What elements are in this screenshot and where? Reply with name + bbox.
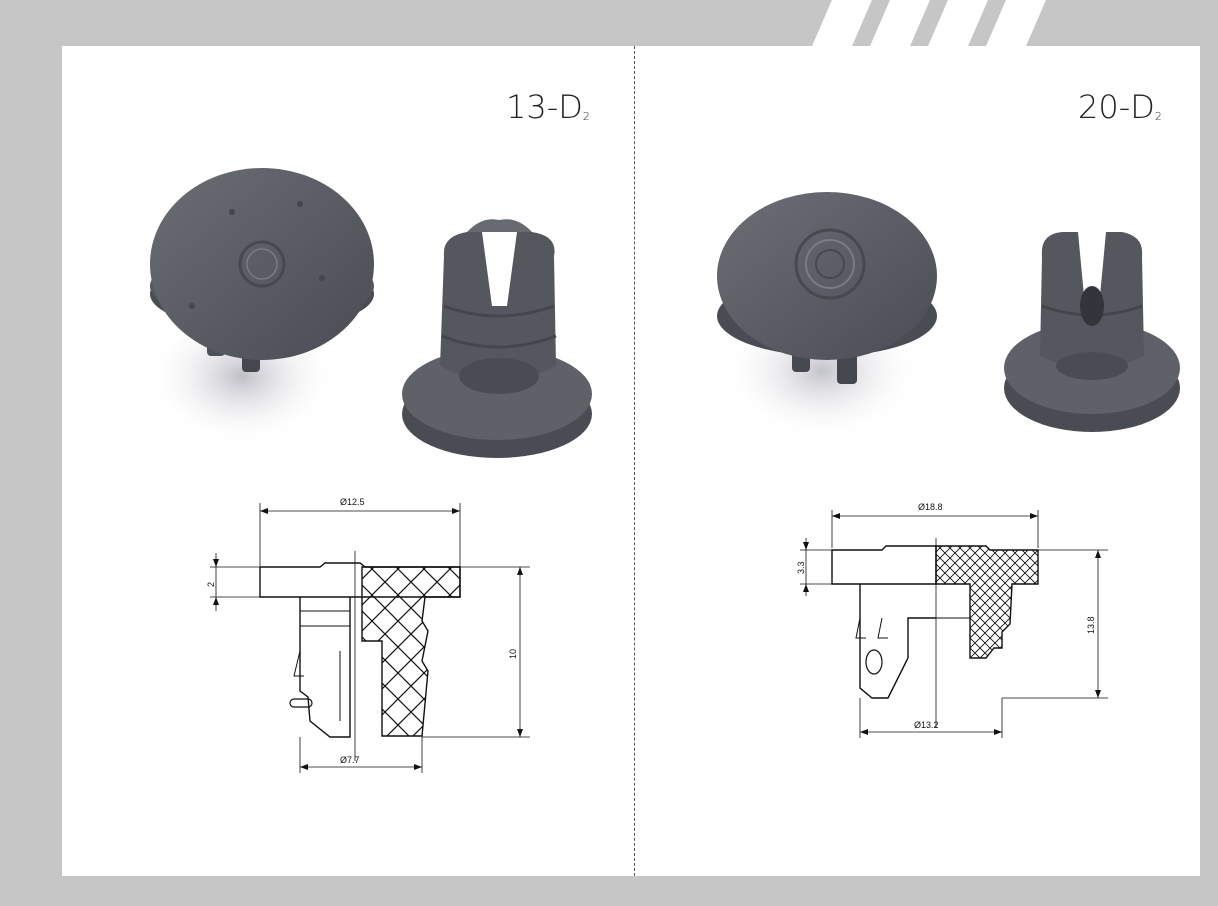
dim-flange-height: 2: [206, 582, 216, 587]
model-name: 13-D: [506, 88, 583, 126]
stopper-photo-13-d2: [147, 168, 592, 458]
dim-top-diameter: Ø12.5: [340, 497, 365, 507]
model-name: 20-D: [1078, 88, 1155, 126]
dim-total-height: 13.8: [1086, 616, 1096, 634]
dim-flange-height: 3.3: [796, 561, 806, 574]
technical-drawing-20-d2: Ø18.8 3.3 13.8 Ø13.2: [796, 502, 1108, 738]
dim-bottom-diameter: Ø13.2: [914, 720, 939, 730]
model-label-13-d2: 13-D2: [506, 88, 590, 126]
model-subscript: 2: [1154, 110, 1162, 123]
dim-total-height: 10: [508, 649, 518, 659]
technical-drawing-13-d2: Ø12.5 2 10 Ø7.7: [206, 497, 530, 773]
panel-divider: [634, 46, 635, 876]
model-label-20-d2: 20-D2: [1078, 88, 1162, 126]
decorative-stripes: [812, 0, 1046, 46]
model-subscript: 2: [582, 110, 590, 123]
stopper-photo-20-d2: [717, 192, 1180, 441]
dim-top-diameter: Ø18.8: [918, 502, 943, 512]
dim-bottom-diameter: Ø7.7: [340, 755, 360, 765]
product-panel: 13-D2: [62, 46, 1200, 876]
